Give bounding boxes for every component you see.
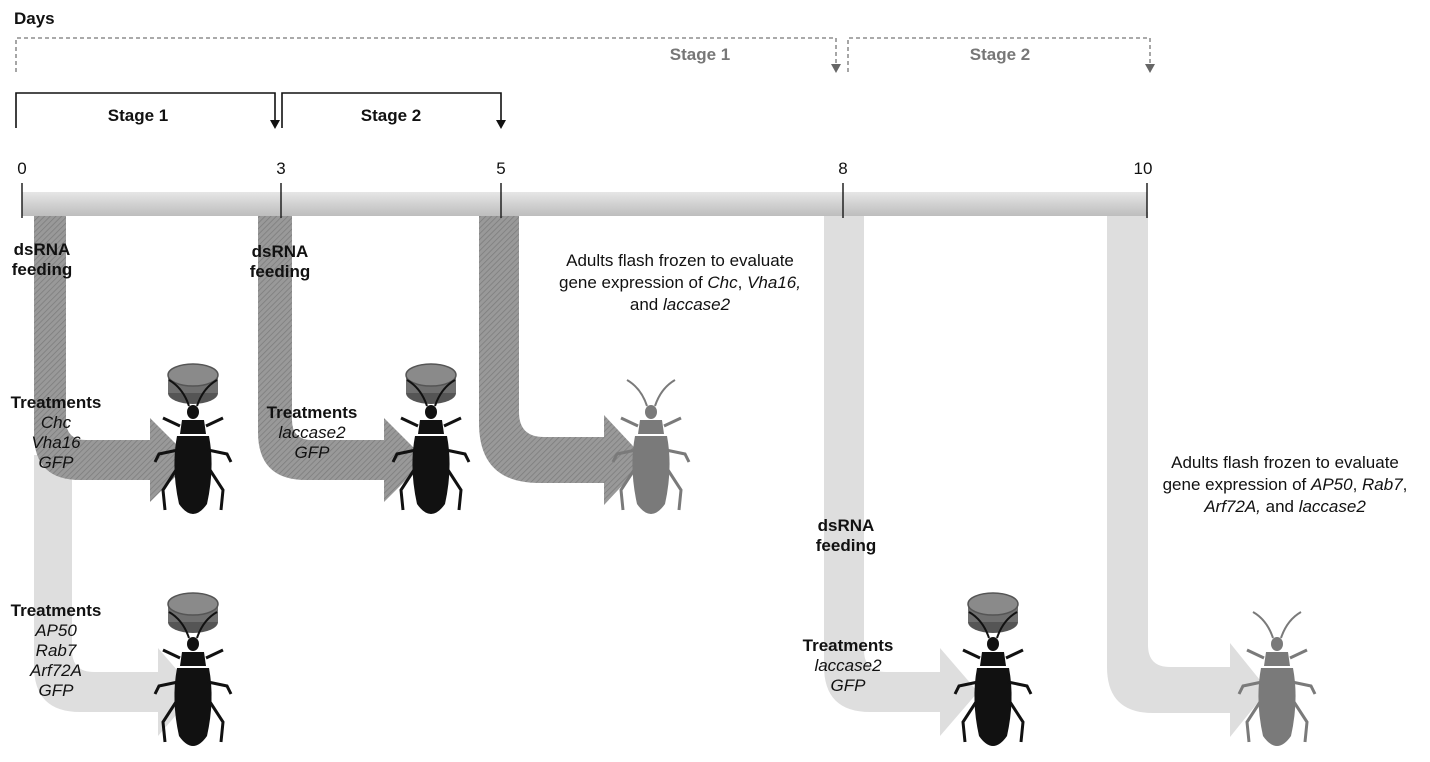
timeline-bar [22,192,1147,216]
note-day5-sampling: Adults flash frozen to evaluate gene exp… [530,250,830,316]
tick-label-3: 3 [276,159,285,178]
tick-label-0: 0 [17,159,26,178]
axis-title: Days [14,9,55,28]
exp1-stage1-arrowhead [270,120,280,129]
exp1-stage2-label: Stage 2 [361,106,421,125]
treatments-exp1-stage2: Treatments laccase2 GFP [260,403,364,463]
treatments-exp2-lower: Treatments AP50 Rab7 Arf72A GFP [4,601,108,701]
tick-label-8: 8 [838,159,847,178]
tick-label-10: 10 [1134,159,1153,178]
exp2-stage2-arrowhead [1145,64,1155,73]
treatments-exp2-stage2: Treatments laccase2 GFP [796,636,900,696]
diet-dish-icon [968,593,1018,633]
tick-label-5: 5 [496,159,505,178]
exp2-stage1-arrowhead [831,64,841,73]
diet-dish-icon [168,593,218,633]
exp1-stage2-arrowhead [496,120,506,129]
exp2-stage1-label: Stage 1 [670,45,730,64]
exp2-stage2-label: Stage 2 [970,45,1030,64]
treatments-exp1-upper: Treatments Chc Vha16 GFP [4,393,108,473]
note-day10-sampling: Adults flash frozen to evaluate gene exp… [1140,452,1430,518]
exp1-stage1-label: Stage 1 [108,106,168,125]
